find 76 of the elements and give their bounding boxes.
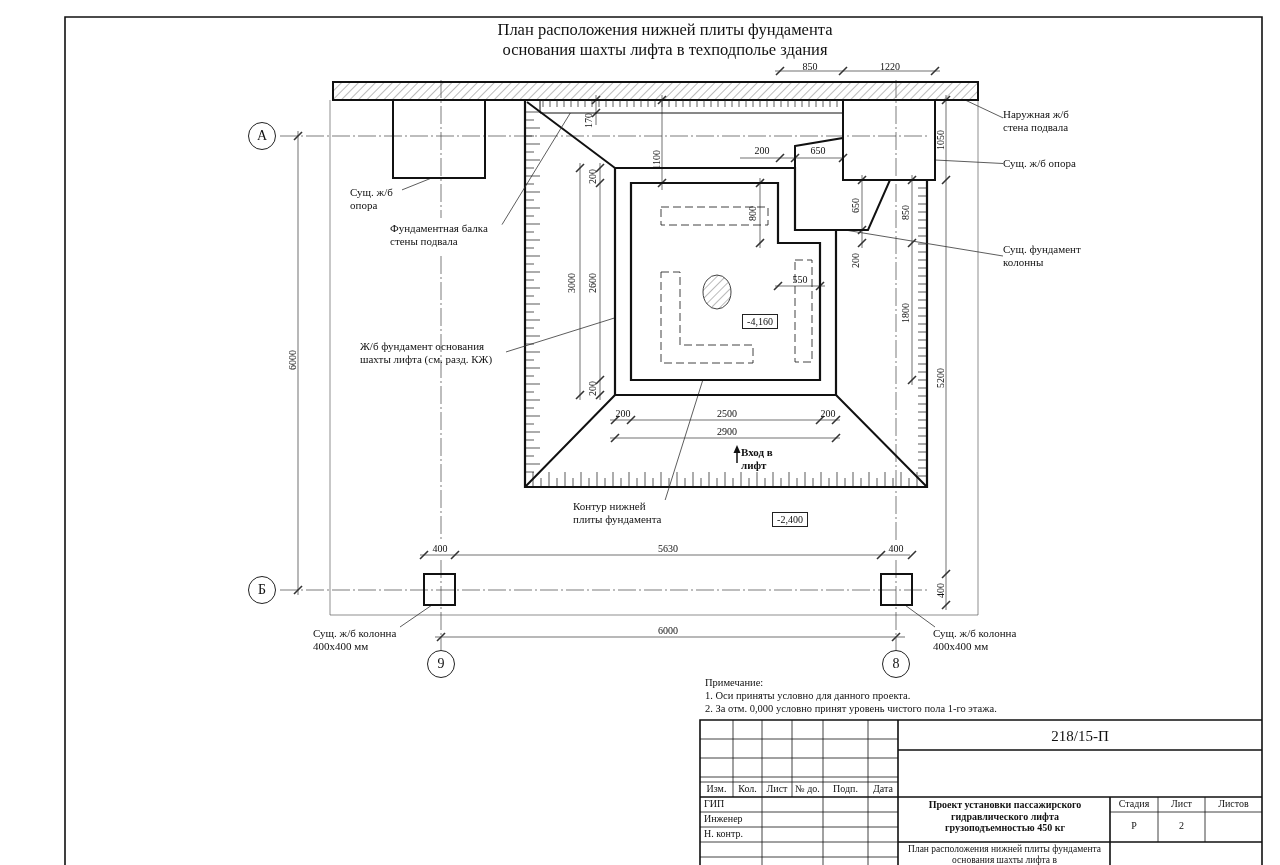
dimension-value: 200 [754,144,770,156]
leader-line [399,604,433,628]
leader-line [664,379,704,501]
column-header: Изм. [705,783,728,795]
column-header: Кол. [737,783,758,795]
column-header: Лист [1170,798,1193,810]
dimension-value: 200 [586,168,598,184]
leader-line [505,317,616,353]
dimension-value: 5200 [934,368,946,388]
column-header: № до. [794,783,821,795]
dimension-value: 650 [810,144,826,156]
dimension-value: 650 [849,197,861,213]
dimension-value: 800 [746,205,758,221]
dimension-value: 200 [615,407,631,419]
dimension-value: 6000 [658,624,678,636]
leader-line [934,159,1004,164]
dimension-value: 1800 [899,303,911,323]
dimension-value: 850 [802,60,818,72]
callout-text: Контур нижней плиты фундамента [573,500,669,526]
callout-text: Фундаментная балка стены подвала [390,222,502,248]
note-text: 2. За отм. 0,000 условно принят уровень чистого пола 1-го этажа. [705,703,998,715]
column-header: Листов [1217,798,1250,810]
column-header: Лист [765,783,789,795]
document-code: 218/15-П [1050,728,1110,745]
dimension-value: 2500 [717,407,737,419]
dimension-value: 5630 [658,542,678,554]
column-section [881,574,912,605]
support-block [843,100,935,180]
sheet-title: План расположения нижней плиты фундамента основания шахты лифта в [907,844,1102,865]
role-label: Н. контр. [704,828,744,840]
slab-contour [631,183,820,380]
elevation-mark: -4,160 [742,314,778,329]
callout-text: Сущ. ж/б колонна 400x400 мм [933,627,1033,653]
dimension-value: 1220 [880,60,900,72]
column-header: Подп. [832,783,859,795]
stage-value: Р [1130,820,1138,832]
callout-text: Ж/б фундамент основания шахты лифта (см. разд. КЖ) [360,340,506,366]
dimension-value: 200 [820,407,836,419]
callout-text: Сущ. фундамент колонны [1003,243,1095,269]
shaft-foundation [615,168,836,395]
project-title: Проект установки пассажирского гидравлического лифта грузоподъемностью 450 кг [927,799,1083,834]
foundation-beam [540,100,843,113]
callout-text: Наружная ж/б стена подвала [1003,108,1085,134]
dimension-value: 850 [899,204,911,220]
dimension-value: 2900 [717,425,737,437]
role-label: Инженер [704,813,744,825]
column-header: Дата [872,783,894,795]
dimension-value: 200 [849,252,861,268]
entrance-label: Вход в лифт [741,446,774,471]
dimension-value: 2600 [586,273,598,293]
basement-wall [333,82,978,100]
callout-text: Сущ. ж/б опора [1003,157,1093,170]
dimension-value: 3000 [565,273,577,293]
elevation-mark: -2,400 [772,512,808,527]
support-block [393,100,485,178]
dimension-value: 400 [432,542,448,554]
callout-text: Сущ. ж/б опора [350,186,402,212]
dimension-value: 6000 [286,350,298,370]
dimension-value: 550 [792,273,808,285]
note-text: 1. Оси приняты условно для данного проекта. [705,690,912,702]
dimension-value: 400 [888,542,904,554]
dimension-value: 1050 [934,130,946,150]
column-section [424,574,455,605]
drawing-title: План расположения нижней плиты фундамента основания шахты лифта в техподполье здания [496,20,834,60]
role-label: ГИП [704,798,726,810]
column-header: Стадия [1117,798,1151,810]
leader-line [501,112,571,225]
dimension-value: 400 [934,582,946,598]
note-heading: Примечание: [705,677,765,689]
column-footing [795,138,890,230]
leader-line [904,604,936,628]
callout-text: Сущ. ж/б колонна 400x400 мм [313,627,413,653]
dimension-value: 200 [586,380,598,396]
leader-line [401,177,433,191]
sheet-number: 2 [1178,820,1185,832]
dimension-value: 170 [582,112,594,128]
